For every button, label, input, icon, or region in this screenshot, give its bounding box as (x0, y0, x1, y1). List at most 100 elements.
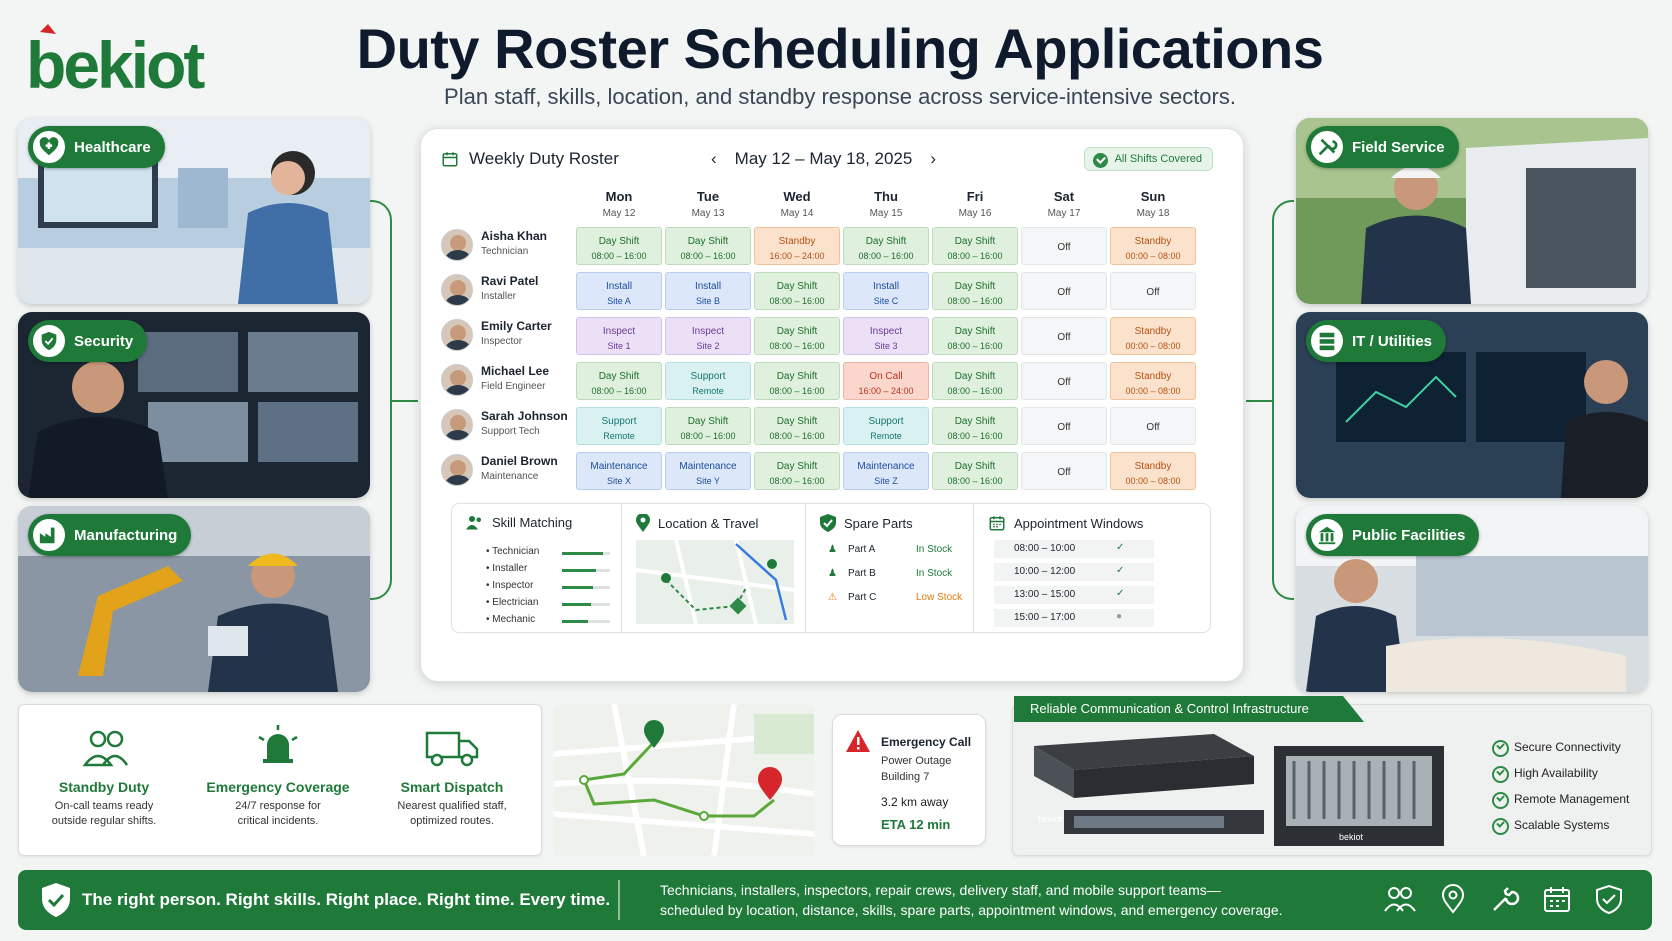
slot-status-icon: ● (1116, 611, 1123, 622)
shift-cell[interactable]: Off (1021, 407, 1107, 445)
scheduling-panels: Skill Matching • Technician• Installer• … (451, 503, 1211, 634)
dispatch-route-map[interactable] (554, 704, 814, 856)
appointment-slot[interactable]: 15:00 – 17:00● (994, 609, 1154, 627)
shift-cell[interactable]: Off (1021, 227, 1107, 265)
page-subtitle: Plan staff, skills, location, and standb… (444, 84, 1236, 109)
date-range-nav: ‹ May 12 – May 18, 2025 › (711, 149, 936, 169)
skill-level-bar (562, 603, 610, 606)
calendar-grid-icon (989, 516, 1005, 531)
shift-cell[interactable]: Off (1110, 272, 1196, 310)
sector-label: Security (74, 332, 134, 350)
part-name: Part B (848, 568, 876, 579)
mini-route-map[interactable] (636, 540, 794, 624)
shield-check-icon (42, 883, 70, 917)
panel-title: Location & Travel (658, 515, 759, 531)
appointment-slot[interactable]: 10:00 – 12:00✓ (994, 563, 1154, 581)
staff-name: Daniel Brown (481, 454, 558, 468)
origin-pin-icon (644, 720, 664, 748)
skill-item: • Mechanic (486, 614, 536, 625)
shift-cell[interactable]: Off (1021, 362, 1107, 400)
page-title: Duty Roster Scheduling Applications (356, 17, 1324, 80)
prev-week-button[interactable]: ‹ (711, 149, 717, 168)
shield-icon (1596, 884, 1622, 914)
right-connector (1272, 200, 1294, 600)
roster-title: Weekly Duty Roster (469, 149, 619, 168)
sector-healthcare: Healthcare (18, 118, 370, 304)
map-pin-icon (636, 514, 650, 532)
warning-icon (846, 730, 870, 752)
skill-level-bar (562, 620, 610, 623)
shift-cell[interactable]: Off (1021, 452, 1107, 490)
skill-item: • Technician (486, 546, 540, 557)
team-icon (83, 730, 129, 767)
appointment-slot[interactable]: 13:00 – 15:00✓ (994, 586, 1154, 604)
weekly-roster-card: Weekly Duty Roster ‹ May 12 – May 18, 20… (420, 128, 1244, 682)
part-stock-status: In Stock (916, 568, 953, 579)
staff-name: Aisha Khan (481, 229, 548, 243)
next-week-button[interactable]: › (930, 149, 937, 168)
shift-cell[interactable]: Off (1021, 317, 1107, 355)
coverage-status-badge: All Shifts Covered (1083, 147, 1213, 171)
shield-check-icon (30, 322, 68, 360)
sector-label: IT / Utilities (1352, 332, 1433, 350)
appointment-slot[interactable]: 08:00 – 10:00✓ (994, 540, 1154, 558)
slot-status-icon: ✓ (1116, 565, 1125, 576)
panel-title: Skill Matching (492, 514, 573, 530)
shift-cell[interactable]: Off (1021, 272, 1107, 310)
avatar (441, 364, 473, 396)
right-connector-stem (1246, 400, 1272, 402)
feature-desc: Nearest qualified staff,optimized routes… (397, 800, 507, 827)
part-name: Part C (848, 592, 877, 603)
shift-cell[interactable]: Off (1110, 407, 1196, 445)
sector-public-facilities: Public Facilities (1296, 506, 1648, 692)
sector-label: Field Service (1352, 138, 1445, 156)
